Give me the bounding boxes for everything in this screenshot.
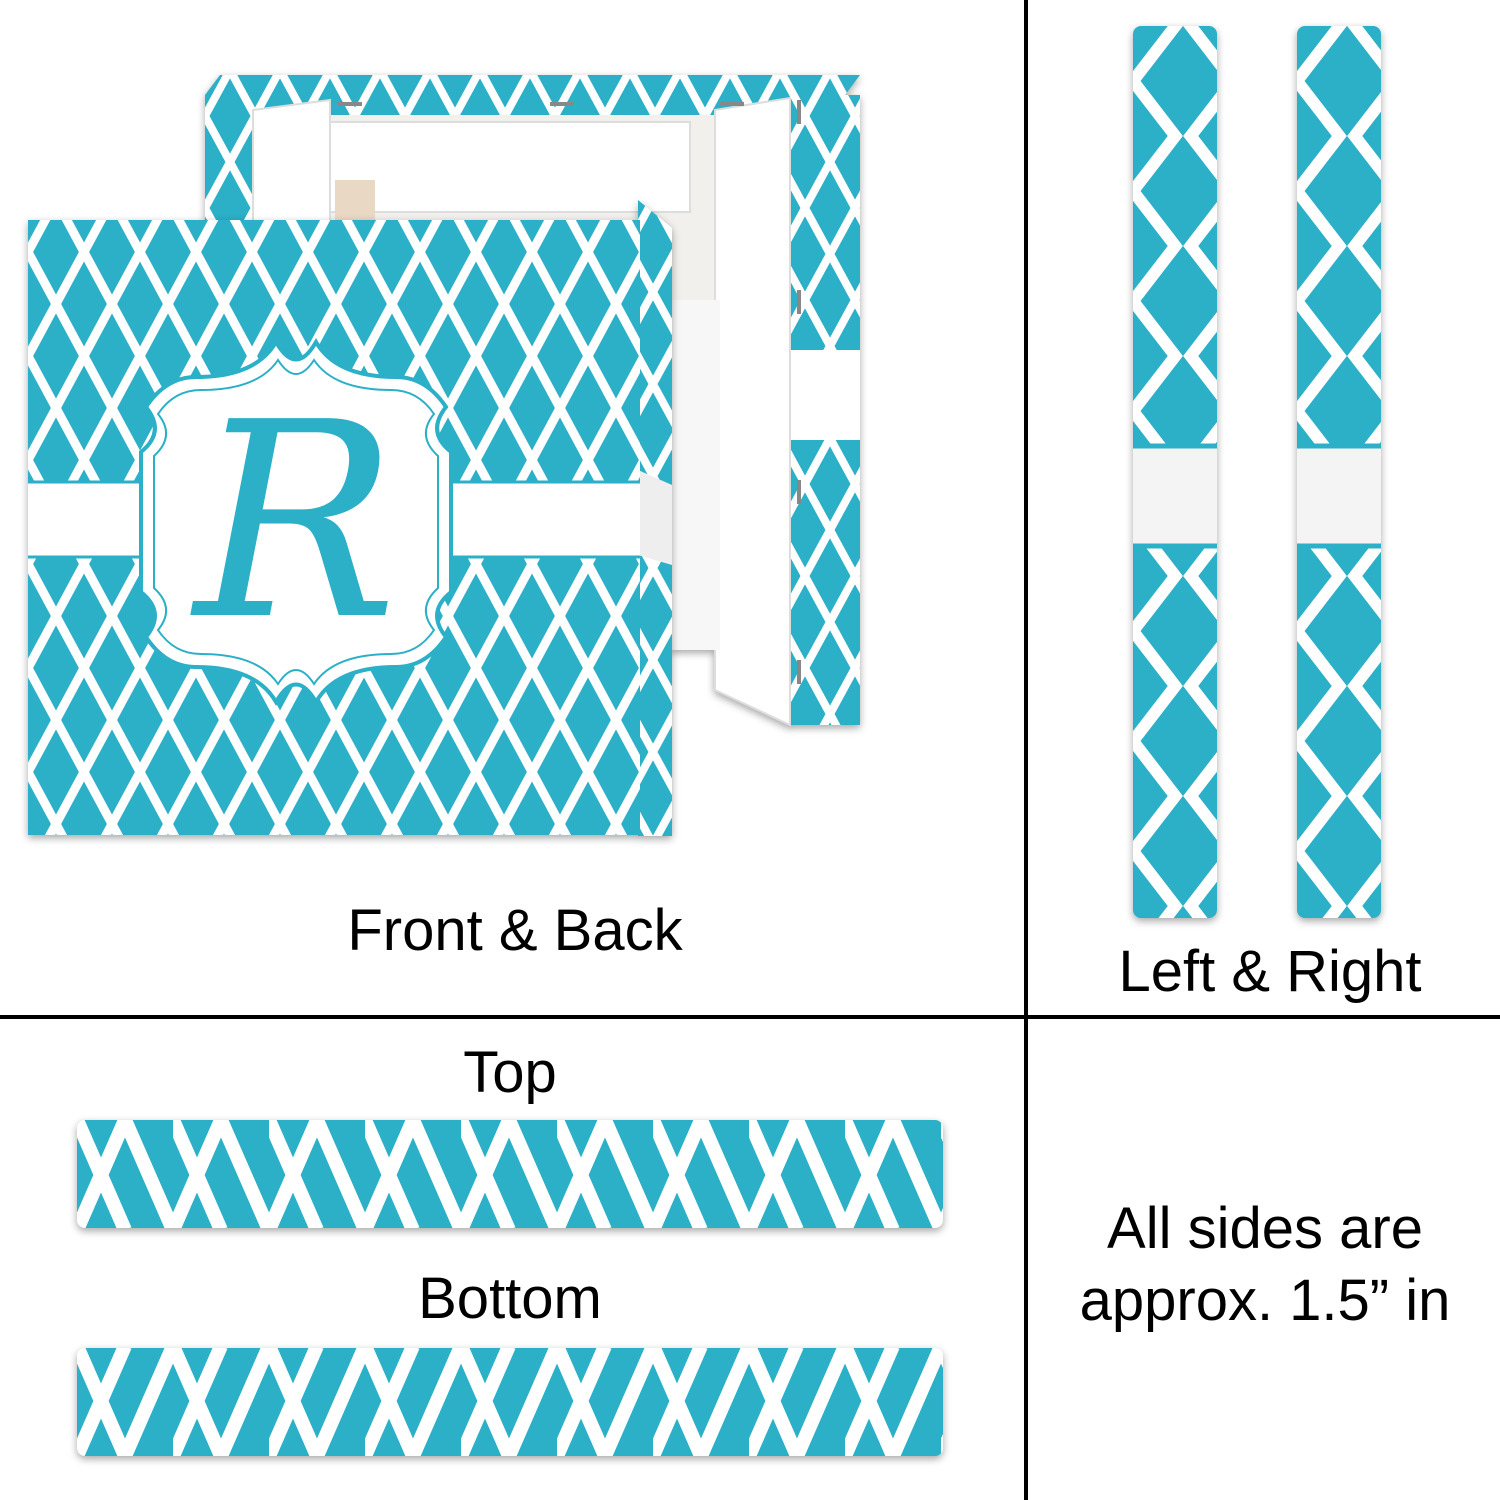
bottom-side-strip bbox=[77, 1348, 943, 1456]
left-side-strip bbox=[1133, 26, 1217, 918]
right-side-strip bbox=[1297, 26, 1381, 918]
vertical-divider bbox=[1024, 0, 1028, 1500]
horizontal-divider bbox=[0, 1015, 1500, 1019]
left-right-label: Left & Right bbox=[1118, 939, 1422, 1004]
note-line-2: approx. 1.5” in bbox=[1079, 1268, 1451, 1333]
top-label: Top bbox=[463, 1040, 557, 1105]
bottom-label: Bottom bbox=[418, 1266, 602, 1331]
note-line-1: All sides are bbox=[1107, 1196, 1423, 1261]
top-side-strip bbox=[77, 1120, 943, 1228]
monogram-letter: R bbox=[190, 364, 398, 679]
front-back-label: Front & Back bbox=[347, 898, 683, 963]
front-canvas-illustration: R bbox=[28, 200, 672, 836]
